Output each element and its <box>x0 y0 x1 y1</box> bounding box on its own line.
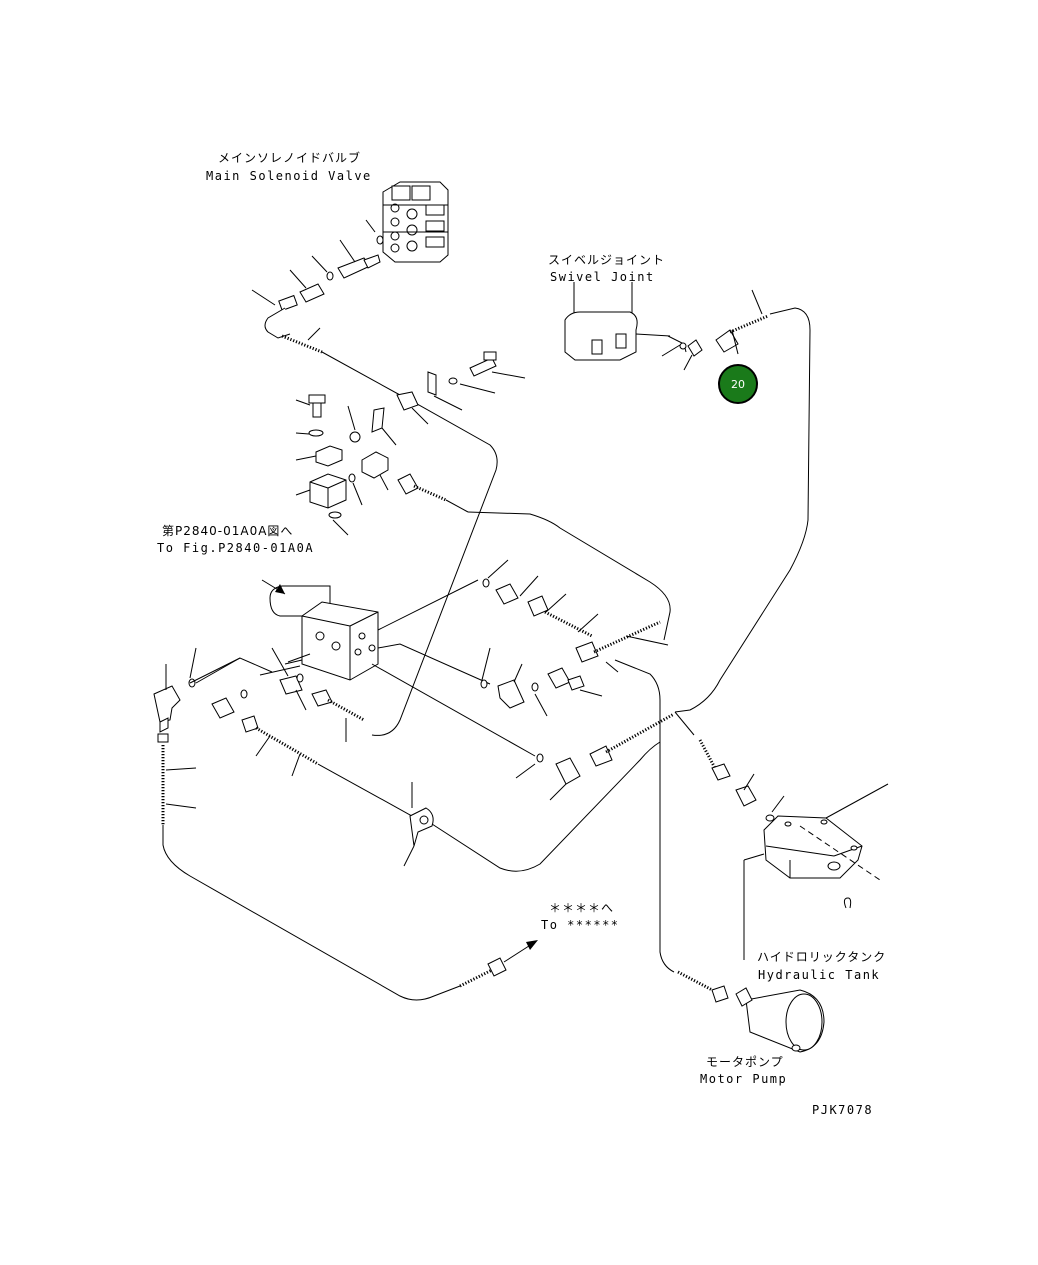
pipe-valve-to-block <box>321 351 498 736</box>
swivel-label-en: Swivel Joint <box>550 270 655 284</box>
to-ref-label-jp: ＊＊＊＊へ <box>549 901 614 915</box>
pipe-bottom-loop <box>162 825 461 1001</box>
fig-ref-arrowhead <box>275 584 285 594</box>
pipe-clamp <box>403 782 434 867</box>
callout-number: 20 <box>731 378 745 391</box>
main-valve-label-en: Main Solenoid Valve <box>206 169 372 183</box>
motor-pump <box>677 970 825 1053</box>
tank-hose <box>674 711 785 822</box>
fittings-row-lower <box>480 667 675 785</box>
fig-ref-label-jp: 第P2840-01A0A図へ <box>162 524 293 538</box>
tank-label-en: Hydraulic Tank <box>758 968 880 982</box>
fig-ref-label-en: To Fig.P2840-01A0A <box>157 541 314 555</box>
small-parts-leaders <box>411 371 526 425</box>
pump-label-en: Motor Pump <box>700 1072 787 1086</box>
hydraulic-tank <box>743 783 889 960</box>
drawing-number: PJK7078 <box>812 1103 873 1117</box>
pipe-clamp-to-right <box>431 741 661 872</box>
callout-badge-20[interactable]: 20 <box>718 364 758 404</box>
upper-row-leaders <box>487 559 669 673</box>
elbow-fitting-valve <box>264 307 291 339</box>
pump-label-jp: モータポンプ <box>706 1055 784 1069</box>
tank-label-jp: ハイドロリックタンク <box>757 950 886 964</box>
left-fittings-leaders <box>165 647 347 809</box>
bolt-cluster-leaders <box>295 399 469 536</box>
valve-fittings <box>278 235 384 312</box>
bolt-washer-block <box>308 394 447 519</box>
fittings-row-upper <box>482 578 661 663</box>
left-fittings <box>153 673 365 825</box>
hose-thread-valve <box>281 334 323 354</box>
swivel-label-jp: スイベルジョイント <box>548 253 665 267</box>
swivel-leaders <box>661 289 763 371</box>
swivel-joint <box>564 282 769 361</box>
pipe-to-clamp <box>317 763 413 817</box>
lower-row-leaders <box>481 647 603 801</box>
leader-hose-valve <box>307 327 321 341</box>
pipe-swivel-down <box>674 307 811 713</box>
to-ref-label-en: To ****** <box>541 918 620 932</box>
main-valve-label-jp: メインソレノイドバルブ <box>218 150 361 165</box>
bottom-hose-fitting <box>459 940 538 988</box>
valve-leader-lines <box>251 219 376 306</box>
main-solenoid-valve <box>382 181 449 263</box>
distribution-block <box>269 585 379 681</box>
bracket-clip <box>396 351 497 411</box>
block-pipes <box>259 511 675 973</box>
